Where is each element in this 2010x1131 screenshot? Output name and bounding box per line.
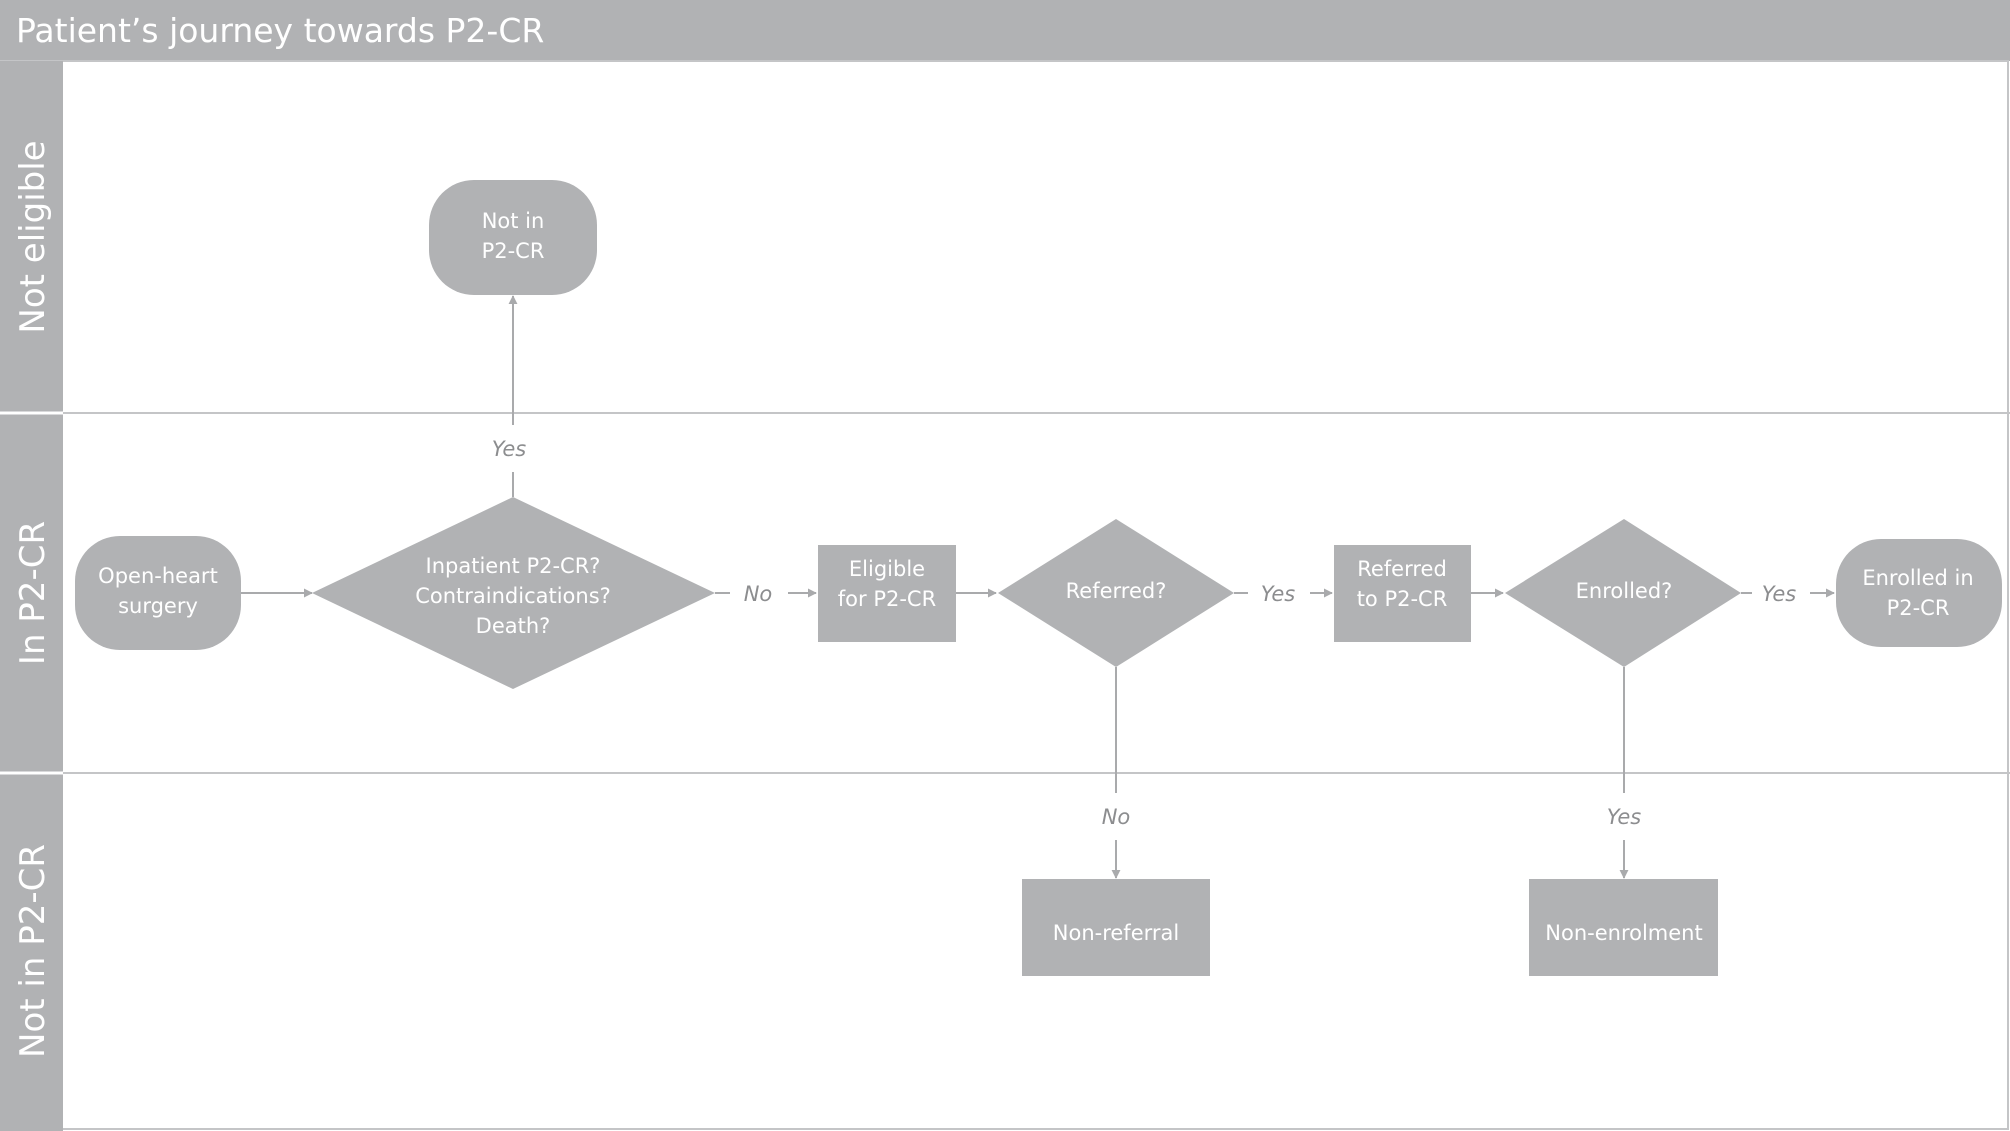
node-eligibility-decision: Inpatient P2-CR? Contraindications? Deat… [312, 497, 715, 689]
node-not-in-p2cr-line-1: Not in [482, 209, 545, 233]
lane-label-in-p2cr: In P2-CR [13, 521, 53, 665]
node-enrolled-decision: Enrolled? [1505, 519, 1741, 667]
node-eligibility-decision-line-2: Contraindications? [415, 584, 611, 608]
node-not-in-p2cr-line-2: P2-CR [482, 239, 545, 263]
diagram-title: Patient’s journey towards P2-CR [16, 11, 544, 50]
node-enrolled-in-p2cr-line-2: P2-CR [1887, 596, 1950, 620]
lane-label-not-eligible: Not eligible [13, 140, 53, 333]
node-eligible-for-p2cr-line-1: Eligible [849, 557, 925, 581]
node-non-enrolment-line-1: Non-enrolment [1545, 921, 1702, 945]
node-referred-to-p2cr-line-2: to P2-CR [1357, 587, 1448, 611]
node-eligible-for-p2cr-line-2: for P2-CR [838, 587, 936, 611]
edge-label-eligibility-no: No [744, 582, 773, 606]
edges: Yes No Yes No Yes Yes [241, 295, 1835, 879]
edge-label-enrolled-yes: Yes [1762, 582, 1796, 606]
lane-label-not-in-p2cr: Not in P2-CR [13, 844, 53, 1058]
node-enrolled-in-p2cr-line-1: Enrolled in [1862, 566, 1973, 590]
node-referred-decision: Referred? [998, 519, 1234, 667]
node-eligible-for-p2cr: Eligible for P2-CR [818, 545, 956, 642]
node-enrolled-in-p2cr: Enrolled in P2-CR [1836, 539, 2002, 647]
edge-label-enrolled-down: Yes [1607, 805, 1641, 829]
lane-headers: Not eligible In P2-CR Not in P2-CR [0, 61, 63, 1131]
node-referred-decision-line-1: Referred? [1066, 579, 1167, 603]
node-referred-to-p2cr-line-1: Referred [1357, 557, 1447, 581]
edge-label-referred-no: No [1102, 805, 1131, 829]
node-referred-to-p2cr: Referred to P2-CR [1334, 545, 1471, 642]
node-open-heart-surgery: Open-heart surgery [75, 536, 241, 650]
node-non-enrolment: Non-enrolment [1529, 879, 1718, 976]
node-open-heart-surgery-line-1: Open-heart [98, 564, 218, 588]
node-eligibility-decision-line-3: Death? [476, 614, 551, 638]
node-enrolled-decision-line-1: Enrolled? [1576, 579, 1673, 603]
edge-label-eligibility-yes: Yes [492, 437, 526, 461]
node-open-heart-surgery-line-2: surgery [118, 594, 198, 618]
node-non-referral: Non-referral [1022, 879, 1210, 976]
node-not-in-p2cr: Not in P2-CR [429, 180, 597, 295]
node-eligibility-decision-line-1: Inpatient P2-CR? [426, 554, 601, 578]
node-non-referral-line-1: Non-referral [1053, 921, 1179, 945]
nodes: Open-heart surgery Inpatient P2-CR? Cont… [75, 180, 2002, 976]
edge-label-referred-yes: Yes [1261, 582, 1295, 606]
title-bar: Patient’s journey towards P2-CR [0, 0, 2010, 61]
